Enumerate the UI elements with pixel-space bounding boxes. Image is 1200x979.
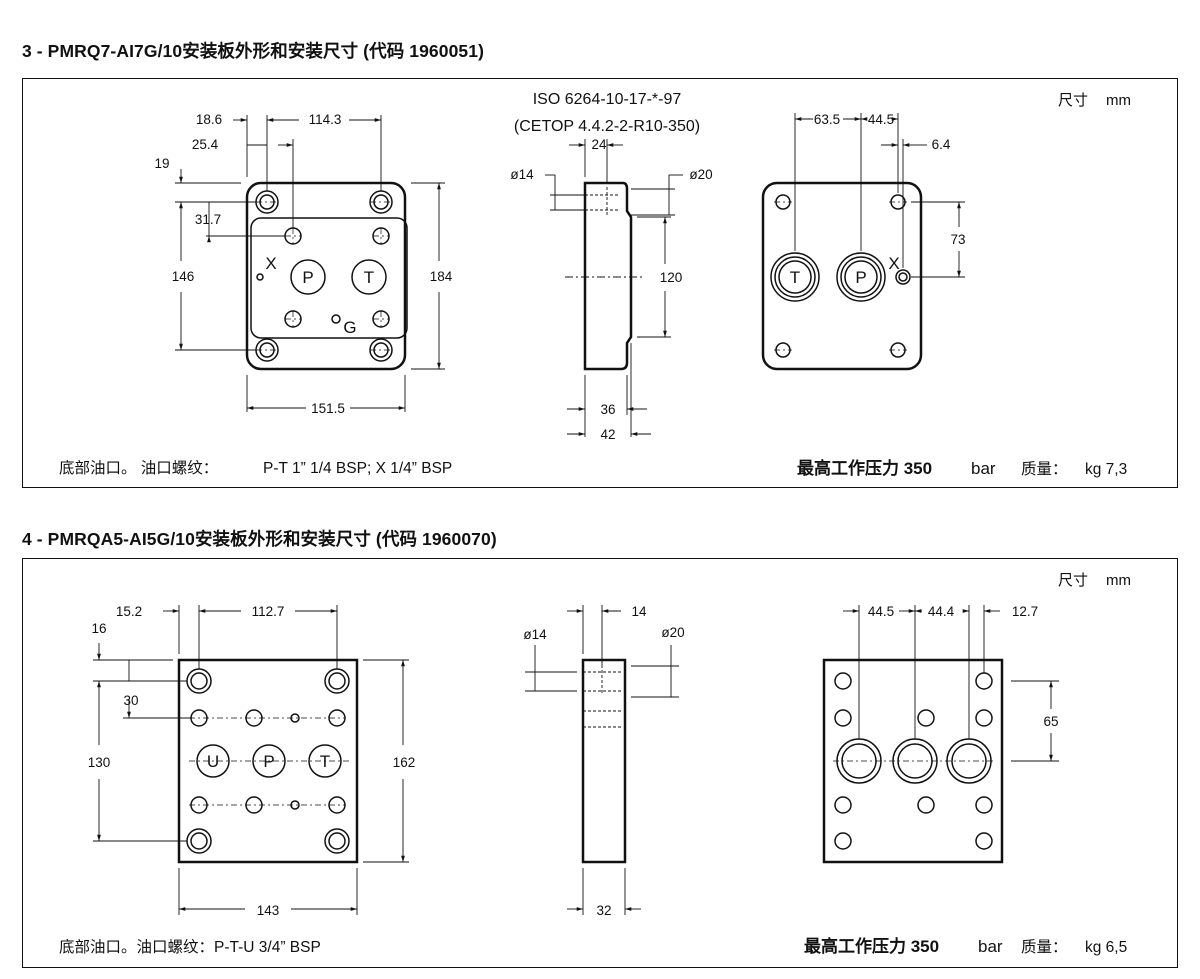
bottom-view: [761, 181, 923, 371]
dim-dia20: ø20: [661, 625, 684, 640]
front-view-dimension-lines: [175, 115, 445, 412]
front-view-dimension-lines: [93, 605, 409, 915]
unit-value: mm: [1106, 572, 1131, 589]
dim-24: 24: [591, 137, 607, 152]
section-3-weight-value: kg 7,3: [1085, 461, 1127, 478]
dim-18-6: 18.6: [196, 112, 222, 127]
dim-162: 162: [393, 755, 416, 770]
port-x-label: X: [265, 254, 276, 273]
bottom-view: [822, 658, 1004, 864]
section-3-drawing: 尺寸 mm ISO 6264-10-17-*-97 (CETOP 4.4.2-2…: [59, 91, 1131, 478]
dim-14: 14: [631, 604, 647, 619]
dim-63-5: 63.5: [814, 112, 840, 127]
dim-12-7: 12.7: [1012, 604, 1038, 619]
dim-6-4: 6.4: [932, 137, 951, 152]
port-p-label: P: [302, 268, 313, 287]
side-view: [583, 181, 633, 371]
dim-36: 36: [600, 402, 615, 417]
section-3-pressure-unit: bar: [971, 459, 996, 478]
port-t-label: T: [364, 268, 374, 287]
front-view-top-plate: [245, 181, 408, 371]
bottom-view-dimension-lines: [843, 605, 1059, 762]
dim-151-5: 151.5: [311, 401, 345, 416]
port-t-label: T: [320, 752, 330, 771]
side-view-dimension-lines: [525, 605, 679, 915]
port-g-label: G: [343, 318, 356, 337]
dim-73: 73: [950, 232, 965, 247]
bottom-port-t-label: T: [790, 268, 800, 287]
section-4-ports-note: 底部油口。油口螺纹：P-T-U 3/4” BSP: [59, 938, 321, 956]
dim-dia14: ø14: [510, 167, 534, 182]
dim-31-7: 31.7: [195, 212, 221, 227]
dim-16: 16: [91, 621, 106, 636]
cetop-standard: (CETOP 4.4.2-2-R10-350): [514, 118, 700, 135]
dim-42: 42: [600, 427, 615, 442]
unit-label: 尺寸: [1058, 572, 1088, 589]
dim-25-4: 25.4: [192, 137, 219, 152]
section-3-ports-note: 底部油口。 油口螺纹：: [59, 459, 218, 477]
front-view-plate: [177, 658, 359, 864]
dim-120: 120: [660, 270, 683, 285]
side-view-dimension-lines: [545, 139, 683, 437]
section-3-drawing-panel: 尺寸 mm ISO 6264-10-17-*-97 (CETOP 4.4.2-2…: [22, 78, 1178, 488]
section-4-weight-value: kg 6,5: [1085, 939, 1127, 956]
section-4-max-pressure: 最高工作压力 350: [804, 936, 939, 956]
dim-44-5: 44.5: [868, 604, 894, 619]
dim-dia20: ø20: [689, 167, 712, 182]
dim-65: 65: [1043, 714, 1058, 729]
bottom-port-p-label: P: [855, 268, 866, 287]
section-4-title: 4 - PMRQA5-AI5G/10安装板外形和安装尺寸 (代码 1960070…: [22, 529, 497, 549]
section-3-thread-spec: P-T 1” 1/4 BSP; X 1/4” BSP: [263, 460, 452, 477]
iso-standard: ISO 6264-10-17-*-97: [533, 91, 682, 108]
dim-dia14: ø14: [523, 627, 547, 642]
dim-44-5: 44.5: [868, 112, 894, 127]
dim-44-4: 44.4: [928, 604, 955, 619]
dim-112-7: 112.7: [252, 604, 285, 619]
section-3-title: 3 - PMRQ7-AI7G/10安装板外形和安装尺寸 (代码 1960051): [22, 41, 485, 61]
dim-114-3: 114.3: [309, 112, 342, 127]
dim-143: 143: [257, 903, 280, 918]
dim-30: 30: [123, 693, 138, 708]
dim-15-2: 15.2: [116, 604, 142, 619]
unit-label: 尺寸: [1058, 92, 1088, 109]
port-u-label: U: [207, 752, 219, 771]
section-3-max-pressure: 最高工作压力 350: [797, 458, 932, 478]
dim-130: 130: [88, 755, 111, 770]
section-4-drawing-panel: 尺寸 mm U P T: [22, 558, 1178, 968]
section-4-pressure-unit: bar: [978, 937, 1003, 956]
section-4-weight-label: 质量：: [1021, 938, 1068, 956]
dim-32: 32: [596, 903, 611, 918]
dim-19: 19: [154, 156, 169, 171]
bottom-port-x-label: X: [888, 254, 899, 273]
section-3-weight-label: 质量：: [1021, 460, 1068, 478]
section-4-drawing: 尺寸 mm U P T: [59, 572, 1131, 956]
dim-146: 146: [172, 269, 195, 284]
side-view: [581, 658, 627, 864]
bottom-view-dimension-lines: [794, 113, 965, 278]
unit-value: mm: [1106, 92, 1131, 109]
dim-184: 184: [430, 269, 453, 284]
port-p-label: P: [263, 752, 274, 771]
